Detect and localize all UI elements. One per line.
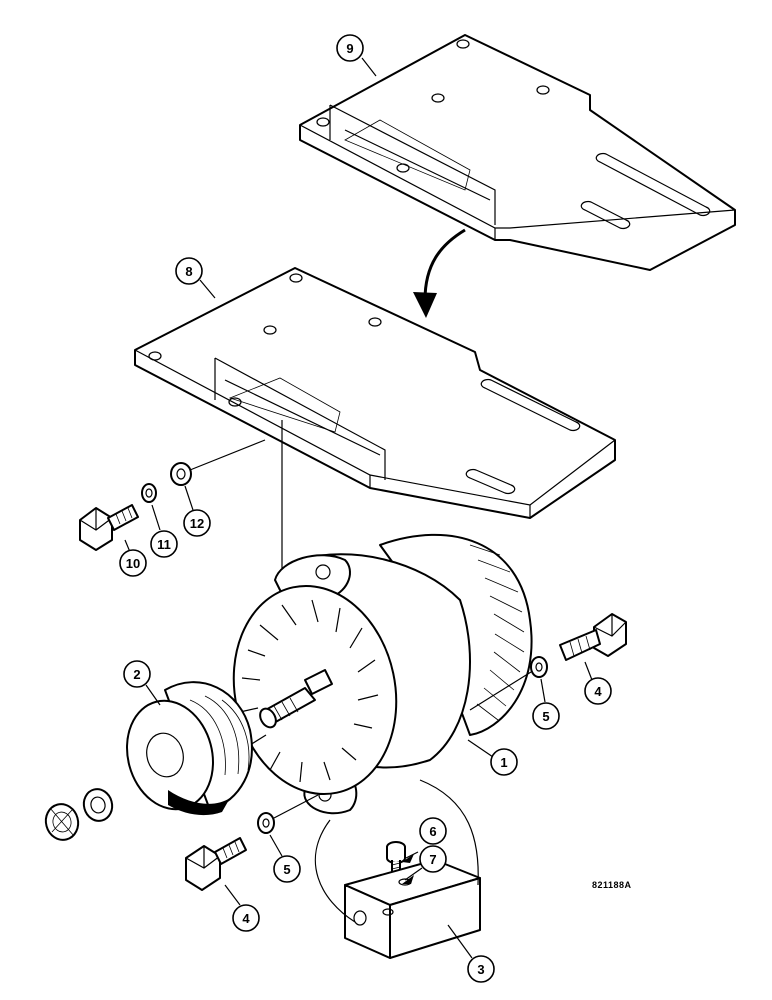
svg-text:12: 12 (190, 516, 204, 531)
pulley-2 (126, 681, 253, 816)
callout-5-bottom: 5 (269, 834, 301, 883)
pulley-nut (44, 803, 80, 841)
callout-11: 11 (150, 504, 178, 558)
svg-text:5: 5 (283, 862, 290, 877)
reference-code: 821188A (592, 880, 632, 890)
svg-text:9: 9 (346, 41, 353, 56)
callout-5-right: 5 (532, 678, 560, 730)
callout-12: 12 (183, 485, 211, 537)
cap-screw-6 (386, 841, 406, 873)
svg-text:4: 4 (594, 684, 602, 699)
svg-text:3: 3 (477, 962, 484, 977)
svg-text:2: 2 (133, 667, 140, 682)
svg-text:11: 11 (157, 537, 171, 552)
callouts: 9 8 10 11 12 2 (119, 34, 612, 983)
callout-7: 7 (402, 845, 447, 884)
callout-4-right: 4 (584, 661, 612, 705)
svg-text:1: 1 (500, 755, 507, 770)
callout-6: 6 (402, 817, 447, 863)
callout-4-bottom: 4 (224, 884, 260, 932)
transition-arrow (413, 228, 466, 318)
svg-text:5: 5 (542, 709, 549, 724)
callout-1: 1 (467, 739, 518, 776)
adjuster-block-3 (314, 779, 481, 959)
svg-text:10: 10 (126, 556, 140, 571)
callout-8: 8 (175, 257, 216, 299)
lock-washer-5-bottom (257, 794, 319, 834)
callout-9: 9 (336, 34, 377, 77)
bolt-4-bottom (185, 837, 247, 891)
lock-washer-11 (141, 483, 157, 503)
flat-washer-12 (170, 439, 266, 486)
bolt-4-right (559, 613, 627, 661)
callout-2: 2 (123, 660, 161, 706)
bolt-10 (79, 504, 139, 551)
pulley-washer (82, 788, 114, 822)
bracket-9 (299, 34, 736, 271)
bracket-8 (134, 267, 616, 585)
svg-text:6: 6 (429, 824, 436, 839)
alternator-1 (232, 533, 533, 815)
lock-washer-5-right (469, 656, 548, 711)
svg-text:7: 7 (429, 852, 436, 867)
callout-3: 3 (447, 924, 495, 983)
svg-text:4: 4 (242, 911, 250, 926)
svg-text:8: 8 (185, 264, 192, 279)
callout-10: 10 (119, 539, 147, 577)
